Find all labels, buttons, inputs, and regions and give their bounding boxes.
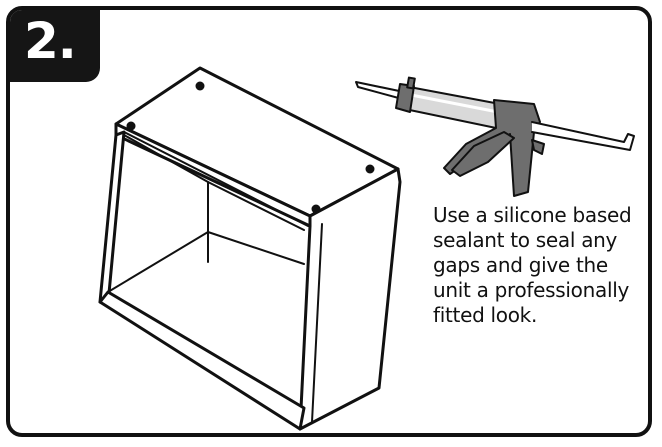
cabinet-illustration (98, 66, 402, 431)
sealant-gun-illustration (355, 76, 635, 197)
instruction-text: Use a silicone based sealant to seal any… (433, 203, 632, 327)
instruction-panel: 2. (6, 6, 652, 437)
step-badge: 2. (10, 10, 100, 82)
step-number: 2. (24, 12, 77, 70)
illustration (98, 66, 635, 431)
